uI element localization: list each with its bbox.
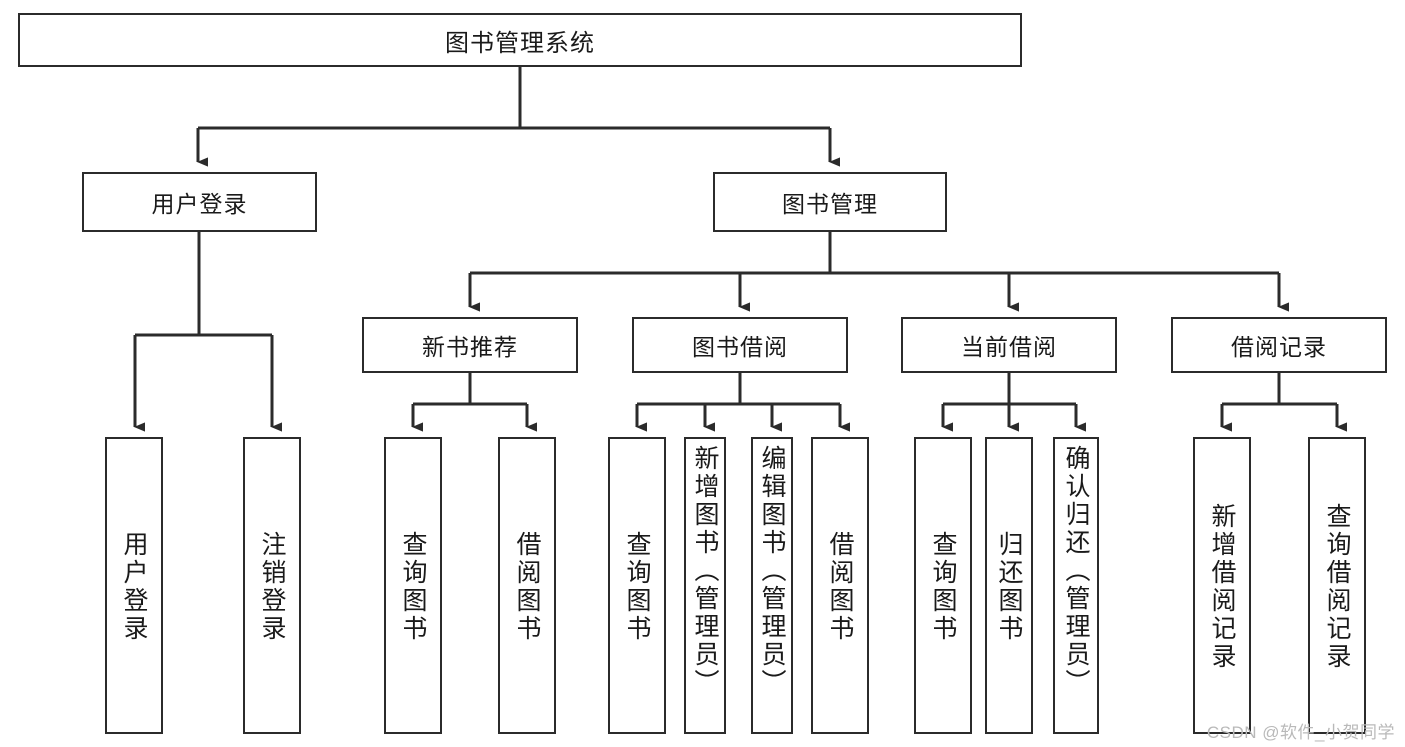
node-current-borrow[interactable]: 当前借阅 <box>901 317 1117 373</box>
node-new-book-recommend[interactable]: 新书推荐 <box>362 317 578 373</box>
leaf-label: 注销登录 <box>258 530 286 643</box>
leaf-inner: 新增借阅记录 <box>1195 441 1249 732</box>
leaf-record-add-record[interactable]: 新增借阅记录 <box>1193 437 1251 734</box>
node-borrow-record[interactable]: 借阅记录 <box>1171 317 1387 373</box>
leaf-inner: 用户登录 <box>107 441 161 732</box>
leaf-recommend-query-book[interactable]: 查询图书 <box>384 437 442 734</box>
csdn-watermark: CSDN @软件_小贺同学 <box>1206 723 1395 742</box>
leaf-label: 查询图书 <box>399 530 427 643</box>
leaf-recommend-borrow-book[interactable]: 借阅图书 <box>498 437 556 734</box>
leaf-label: 编辑图书（管理员） <box>758 445 786 697</box>
leaf-label: 归还图书 <box>995 530 1023 643</box>
leaf-inner: 查询图书 <box>386 441 440 732</box>
leaf-label: 借阅图书 <box>826 530 854 643</box>
leaf-record-query-record[interactable]: 查询借阅记录 <box>1308 437 1366 734</box>
leaf-label: 查询图书 <box>929 530 957 643</box>
node-book-borrow[interactable]: 图书借阅 <box>632 317 848 373</box>
leaf-user-login-login[interactable]: 用户登录 <box>105 437 163 734</box>
leaf-label: 新增借阅记录 <box>1208 502 1236 671</box>
leaf-label: 确认归还（管理员） <box>1062 445 1090 697</box>
leaf-label: 用户登录 <box>120 530 148 643</box>
leaf-current-query-book[interactable]: 查询图书 <box>914 437 972 734</box>
leaf-label: 查询借阅记录 <box>1323 502 1351 671</box>
leaf-label: 新增图书（管理员） <box>691 445 719 697</box>
leaf-borrow-edit-book-admin[interactable]: 编辑图书（管理员） <box>751 437 793 734</box>
leaf-inner: 注销登录 <box>245 441 299 732</box>
leaf-borrow-add-book-admin[interactable]: 新增图书（管理员） <box>684 437 726 734</box>
leaf-current-confirm-return-admin[interactable]: 确认归还（管理员） <box>1053 437 1099 734</box>
leaf-inner: 新增图书（管理员） <box>686 441 724 736</box>
leaf-inner: 借阅图书 <box>813 441 867 732</box>
node-book-management[interactable]: 图书管理 <box>713 172 947 232</box>
leaf-inner: 编辑图书（管理员） <box>753 441 791 736</box>
leaf-inner: 查询图书 <box>916 441 970 732</box>
leaf-borrow-borrow-book[interactable]: 借阅图书 <box>811 437 869 734</box>
leaf-inner: 归还图书 <box>987 441 1031 732</box>
leaf-user-login-logout[interactable]: 注销登录 <box>243 437 301 734</box>
node-root-system[interactable]: 图书管理系统 <box>18 13 1022 67</box>
leaf-inner: 借阅图书 <box>500 441 554 732</box>
leaf-inner: 查询图书 <box>610 441 664 732</box>
leaf-label: 借阅图书 <box>513 530 541 643</box>
leaf-inner: 查询借阅记录 <box>1310 441 1364 732</box>
leaf-borrow-query-book[interactable]: 查询图书 <box>608 437 666 734</box>
leaf-current-return-book[interactable]: 归还图书 <box>985 437 1033 734</box>
leaf-label: 查询图书 <box>623 530 651 643</box>
node-user-login[interactable]: 用户登录 <box>82 172 317 232</box>
leaf-inner: 确认归还（管理员） <box>1055 441 1097 736</box>
